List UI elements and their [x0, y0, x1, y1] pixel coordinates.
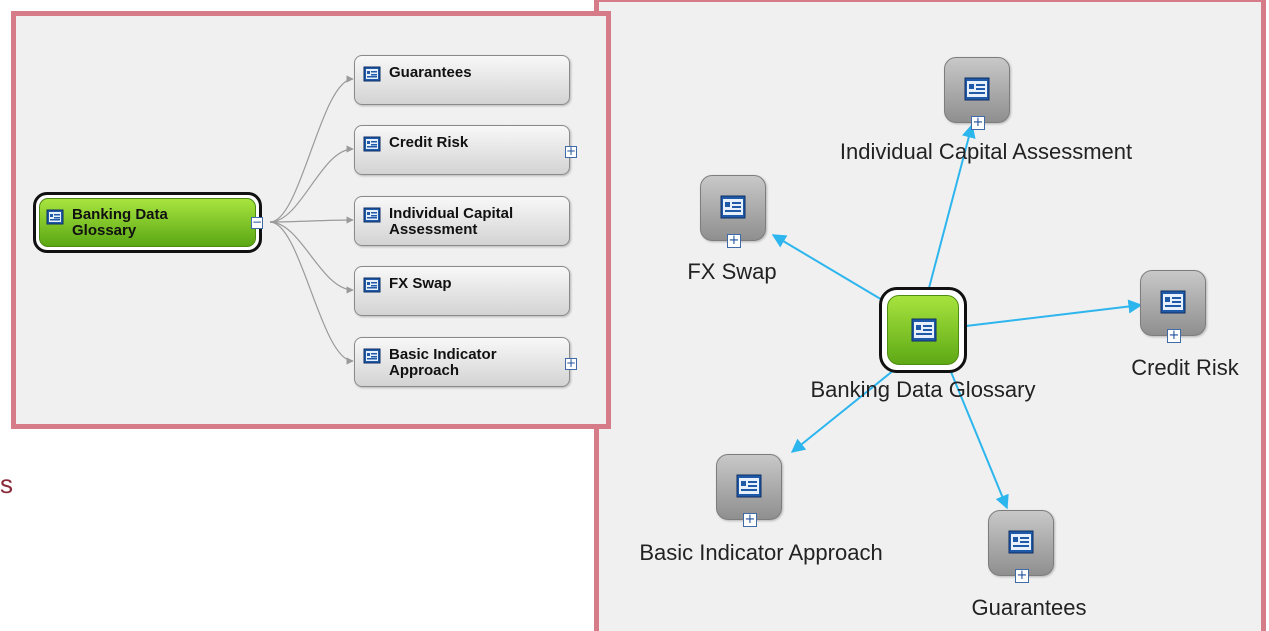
expand-plus-icon[interactable]: + — [727, 233, 741, 248]
tree-edge-individual-capital-assessment — [269, 216, 354, 224]
radial-node-guarantees[interactable]: + — [988, 510, 1054, 583]
tree-node-basic-indicator-approach[interactable]: Basic Indicator Approach — [354, 337, 570, 387]
tree-edge-guarantees — [269, 75, 354, 223]
edge-to-basic-indicator-approach — [790, 369, 895, 453]
glossary-term-icon — [720, 195, 746, 219]
expand-plus-icon[interactable]: + — [565, 144, 577, 158]
tree-edge-basic-indicator-approach — [269, 221, 354, 365]
glossary-term-icon — [363, 348, 381, 364]
background-text-fragment: s — [0, 469, 13, 499]
radial-root-fill — [887, 295, 959, 365]
radial-graph-panel: Banking Data Glossary + Individual Capit… — [594, 0, 1266, 631]
radial-label-basic-indicator-approach: Basic Indicator Approach — [639, 540, 883, 565]
radial-edges — [771, 123, 1143, 510]
tree-node-label: Guarantees — [389, 64, 472, 81]
radial-label-credit-risk: Credit Risk — [1131, 355, 1239, 380]
collapse-minus-icon[interactable]: − — [251, 215, 263, 229]
expand-plus-icon[interactable]: + — [971, 115, 985, 130]
glossary-term-icon — [911, 318, 937, 342]
expand-plus-icon[interactable]: + — [1015, 568, 1029, 583]
tree-root-node[interactable]: Banking Data Glossary — [33, 192, 262, 253]
radial-label-individual-capital-assessment: Individual Capital Assessment — [839, 139, 1133, 164]
edge-to-credit-risk — [965, 299, 1143, 327]
glossary-term-icon — [736, 474, 762, 498]
expand-plus-icon[interactable]: + — [565, 356, 577, 370]
radial-node-fx-swap[interactable]: + — [700, 175, 766, 248]
glossary-term-icon — [363, 66, 381, 82]
tree-view-panel: Banking Data Glossary − Guarantees — [11, 11, 611, 429]
glossary-term-icon — [46, 209, 64, 225]
tree-node-guarantees[interactable]: Guarantees — [354, 55, 570, 105]
tree-root-label: Banking Data Glossary — [72, 206, 168, 239]
glossary-term-icon — [363, 136, 381, 152]
tree-edge-credit-risk — [269, 145, 354, 223]
radial-node-basic-indicator-approach[interactable]: + — [716, 454, 782, 527]
radial-root-label: Banking Data Glossary — [810, 377, 1036, 402]
glossary-term-icon — [1008, 530, 1034, 554]
tree-node-label: Basic Indicator Approach — [389, 346, 497, 379]
radial-label-guarantees: Guarantees — [971, 595, 1087, 620]
tree-node-fx-swap[interactable]: FX Swap — [354, 266, 570, 316]
glossary-term-icon — [363, 277, 381, 293]
tree-node-label: Individual Capital Assessment — [389, 205, 514, 238]
tree-root-fill: Banking Data Glossary — [39, 198, 256, 247]
tree-edge-fx-swap — [269, 221, 354, 294]
tree-node-credit-risk[interactable]: Credit Risk — [354, 125, 570, 175]
edge-to-guarantees — [950, 371, 1009, 510]
edge-to-fx-swap — [771, 234, 890, 305]
glossary-term-icon — [363, 207, 381, 223]
expand-plus-icon[interactable]: + — [743, 512, 757, 527]
radial-node-credit-risk[interactable]: + — [1140, 270, 1206, 343]
tree-node-label: Credit Risk — [389, 134, 469, 151]
radial-label-fx-swap: FX Swap — [687, 259, 777, 284]
expand-plus-icon[interactable]: + — [1167, 328, 1181, 343]
radial-root-node[interactable] — [879, 287, 967, 373]
tree-edges — [269, 75, 354, 365]
tree-node-individual-capital-assessment[interactable]: Individual Capital Assessment — [354, 196, 570, 246]
tree-node-label: FX Swap — [389, 275, 452, 292]
radial-node-individual-capital-assessment[interactable]: + — [944, 57, 1010, 130]
glossary-term-icon — [964, 77, 990, 101]
glossary-term-icon — [1160, 290, 1186, 314]
edge-to-individual-capital-assessment — [928, 123, 976, 289]
